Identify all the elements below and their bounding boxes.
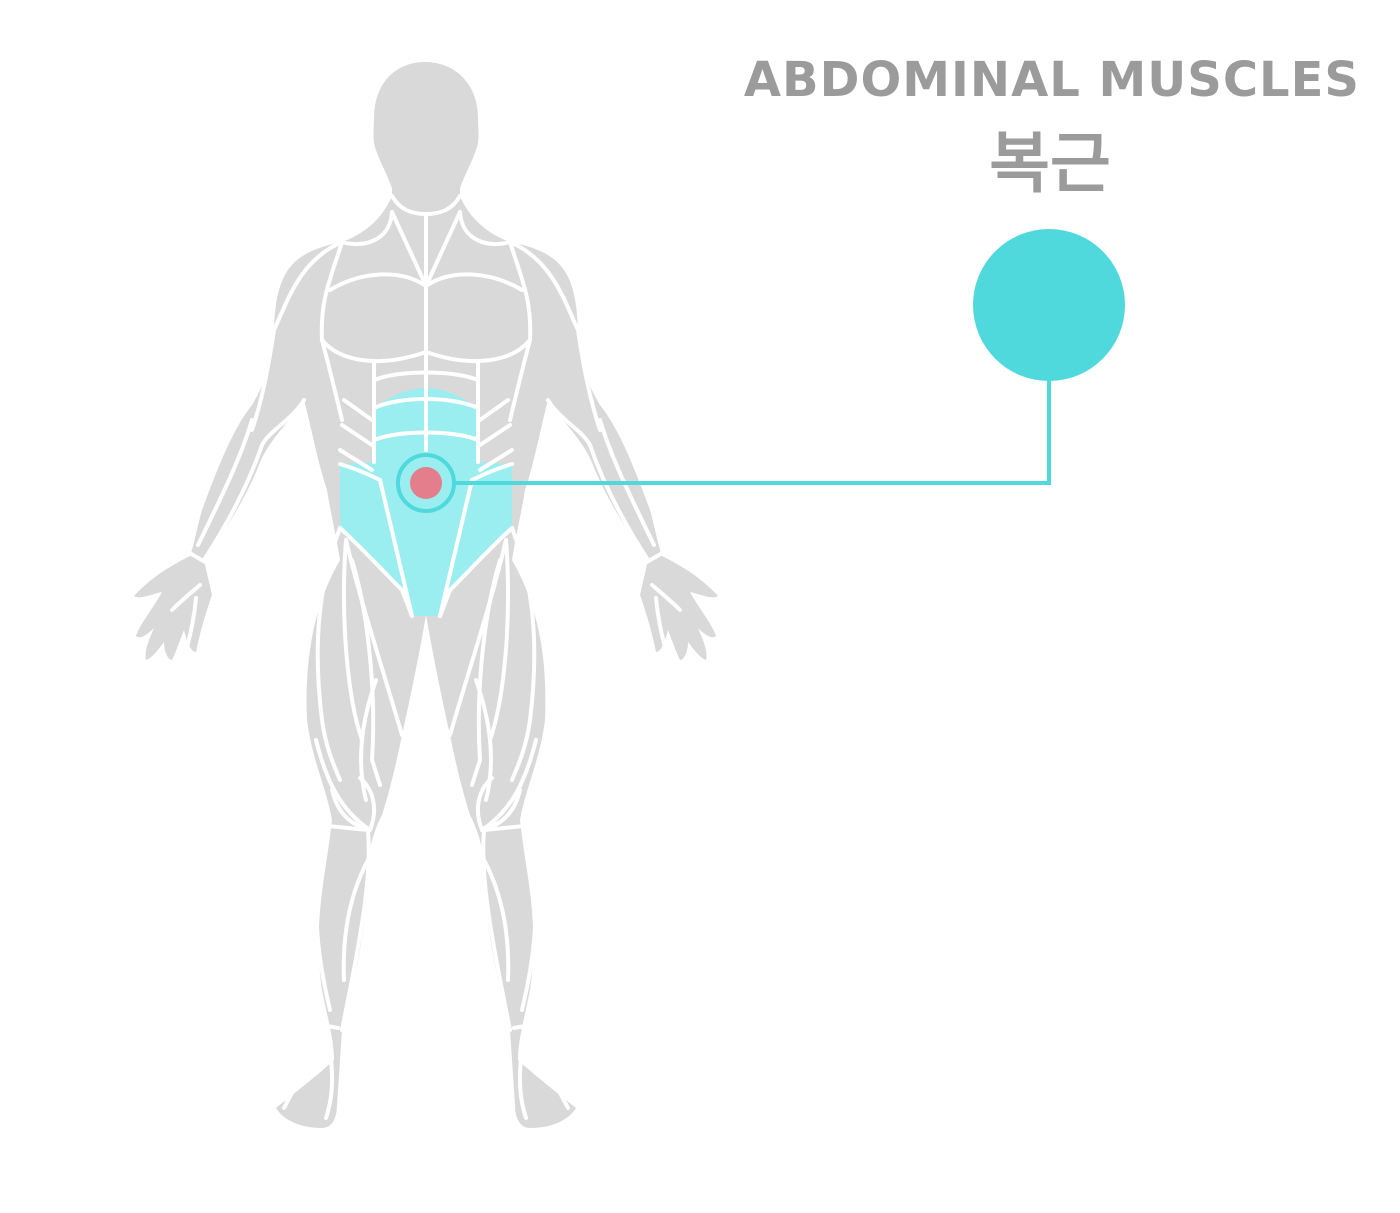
muscle-lines xyxy=(170,194,682,1120)
abdominal-highlight xyxy=(340,388,512,616)
muscle-name-english: ABDOMINAL MUSCLES xyxy=(743,52,1360,108)
target-dot xyxy=(410,467,442,499)
head xyxy=(373,62,479,210)
muscle-name-korean: 복근 xyxy=(989,125,1111,202)
body-figure xyxy=(134,62,718,1128)
body-silhouette xyxy=(134,196,718,1128)
callout-dot-icon xyxy=(973,229,1125,381)
callout-line xyxy=(454,380,1051,485)
